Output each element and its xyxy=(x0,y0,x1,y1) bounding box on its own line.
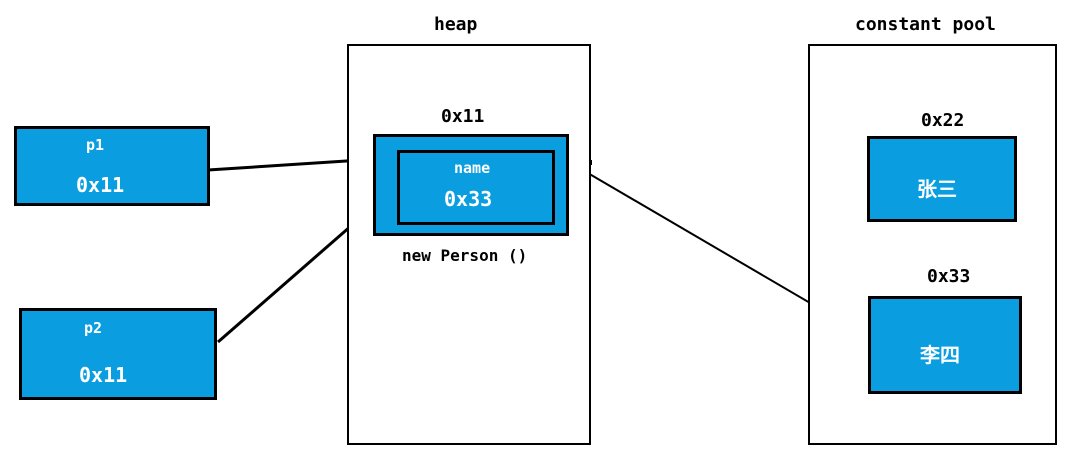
reference-name: p2 xyxy=(84,319,103,337)
heap-title: heap xyxy=(434,14,478,35)
name-field-value: 0x33 xyxy=(444,187,493,211)
name-field-label: name xyxy=(454,159,491,177)
reference-box-p1: p1 0x11 xyxy=(14,126,210,206)
reference-name: p1 xyxy=(86,136,105,154)
heap-region xyxy=(347,44,591,445)
constant-address-label: 0x22 xyxy=(921,110,965,131)
reference-box-p2: p2 0x11 xyxy=(19,308,217,400)
constant-address-label: 0x33 xyxy=(927,266,971,287)
constant-pool-title: constant pool xyxy=(855,14,996,35)
constant-entry-box: 张三 xyxy=(867,136,1017,222)
object-address-label: 0x11 xyxy=(441,106,485,127)
person-object-box: name 0x33 xyxy=(373,134,569,236)
constant-entry-value: 张三 xyxy=(917,177,957,201)
object-caption: new Person () xyxy=(402,246,528,265)
constant-entry-box: 李四 xyxy=(868,296,1022,394)
constant-entry-value: 李四 xyxy=(920,343,960,367)
name-field-box: name 0x33 xyxy=(397,150,555,225)
reference-value: 0x11 xyxy=(76,173,125,197)
reference-value: 0x11 xyxy=(79,363,128,387)
